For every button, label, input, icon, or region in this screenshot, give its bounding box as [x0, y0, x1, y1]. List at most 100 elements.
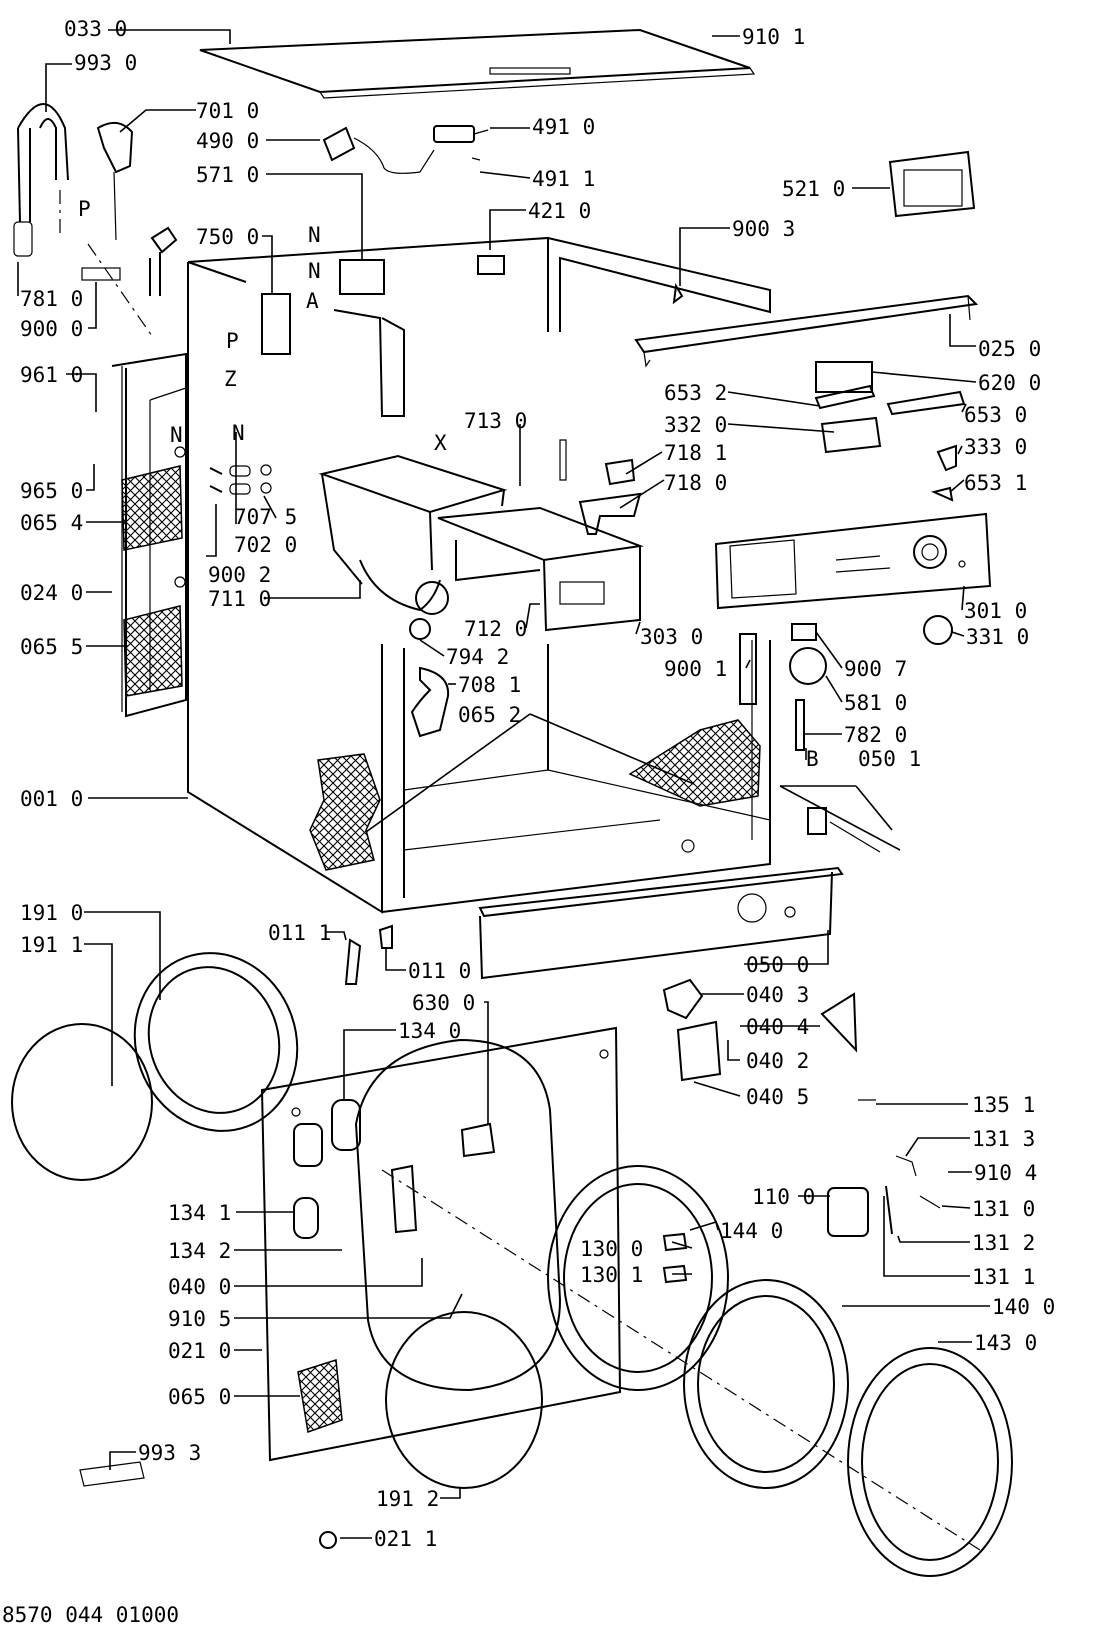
label-702-0: 702 0: [234, 533, 297, 557]
label-782-0: 782 0: [844, 723, 907, 747]
inlet-hose-parts: [13, 103, 178, 337]
label-131-2: 131 2: [972, 1231, 1035, 1255]
label-130-0: 130 0: [580, 1237, 643, 1261]
label-021-0: 021 0: [168, 1339, 231, 1363]
label-900-7: 900 7: [844, 657, 907, 681]
label-131-0: 131 0: [972, 1197, 1035, 1221]
label-653-2: 653 2: [664, 381, 727, 405]
label-191-0: 191 0: [20, 901, 83, 925]
label-134-1: 134 1: [168, 1201, 231, 1225]
label-490-0: 490 0: [196, 129, 259, 153]
insulation-right-part: [628, 719, 761, 807]
label-581-0: 581 0: [844, 691, 907, 715]
label-144-0: 144 0: [720, 1219, 783, 1243]
label-781-0: 781 0: [20, 287, 83, 311]
drain-hose-part: [409, 618, 450, 738]
door-assembly-parts: [11, 952, 1013, 1577]
marker-n-2: N: [308, 259, 321, 283]
label-653-0: 653 0: [964, 403, 1027, 427]
label-910-1: 910 1: [742, 25, 805, 49]
label-011-0: 011 0: [408, 959, 471, 983]
label-033-0: 033 0: [64, 17, 127, 41]
label-065-0: 065 0: [168, 1385, 231, 1409]
label-040-4: 040 4: [746, 1015, 809, 1039]
marker-p-hose: P: [78, 197, 91, 221]
pressure-switch-parts: [739, 623, 881, 853]
label-131-3: 131 3: [972, 1127, 1035, 1151]
label-910-5: 910 5: [168, 1307, 231, 1331]
label-910-4: 910 4: [974, 1161, 1037, 1185]
label-332-0: 332 0: [664, 413, 727, 437]
top-cover-part: [199, 28, 756, 99]
label-630-0: 630 0: [412, 991, 475, 1015]
control-panel-part: [714, 512, 992, 645]
leader-lines: [17, 29, 990, 1539]
marker-n-3: N: [170, 423, 183, 447]
top-rail-part: [634, 294, 979, 368]
label-993-0: 993 0: [74, 51, 137, 75]
label-001-0: 001 0: [20, 787, 83, 811]
label-711-0: 711 0: [208, 587, 271, 611]
label-701-0: 701 0: [196, 99, 259, 123]
label-134-2: 134 2: [168, 1239, 231, 1263]
label-521-0: 521 0: [782, 177, 845, 201]
marker-a: A: [306, 289, 319, 313]
label-900-0: 900 0: [20, 317, 83, 341]
label-021-1: 021 1: [374, 1527, 437, 1551]
label-143-0: 143 0: [974, 1331, 1037, 1355]
label-301-0: 301 0: [964, 599, 1027, 623]
label-900-3: 900 3: [732, 217, 795, 241]
label-571-0: 571 0: [196, 163, 259, 187]
label-040-2: 040 2: [746, 1049, 809, 1073]
power-cord-part: [322, 125, 489, 174]
label-653-1: 653 1: [964, 471, 1027, 495]
label-961-0: 961 0: [20, 363, 83, 387]
label-131-1: 131 1: [972, 1265, 1035, 1289]
label-040-3: 040 3: [746, 983, 809, 1007]
label-491-1: 491 1: [532, 167, 595, 191]
label-065-5: 065 5: [20, 635, 83, 659]
label-713-0: 713 0: [464, 409, 527, 433]
label-900-1: 900 1: [664, 657, 727, 681]
label-900-2: 900 2: [208, 563, 271, 587]
control-electronics-parts: [578, 150, 976, 535]
label-065-2: 065 2: [458, 703, 521, 727]
label-191-2: 191 2: [376, 1487, 439, 1511]
dispenser-housing-part: [318, 454, 508, 615]
letter-markers: P P N N N N A Z X B: [78, 197, 819, 771]
label-024-0: 024 0: [20, 581, 83, 605]
label-050-1: 050 1: [858, 747, 921, 771]
label-708-1: 708 1: [458, 673, 521, 697]
label-303-0: 303 0: [640, 625, 703, 649]
label-025-0: 025 0: [978, 337, 1041, 361]
label-040-0: 040 0: [168, 1275, 231, 1299]
label-040-5: 040 5: [746, 1085, 809, 1109]
marker-z: Z: [224, 367, 237, 391]
label-712-0: 712 0: [464, 617, 527, 641]
insulation-left-part: [309, 753, 381, 871]
label-491-0: 491 0: [532, 115, 595, 139]
label-191-1: 191 1: [20, 933, 83, 957]
label-130-1: 130 1: [580, 1263, 643, 1287]
label-110-0: 110 0: [752, 1185, 815, 1209]
label-718-1: 718 1: [664, 441, 727, 465]
label-750-0: 750 0: [196, 225, 259, 249]
label-134-0: 134 0: [398, 1019, 461, 1043]
label-620-0: 620 0: [978, 371, 1041, 395]
marker-b: B: [806, 747, 819, 771]
door-axis-line: [381, 1169, 981, 1551]
drawer-part: [437, 506, 644, 632]
marker-n-1: N: [308, 223, 321, 247]
label-140-0: 140 0: [992, 1295, 1055, 1319]
label-794-2: 794 2: [446, 645, 509, 669]
label-333-0: 333 0: [964, 435, 1027, 459]
label-993-3: 993 3: [138, 1441, 201, 1465]
cabinet-frame-part: [187, 236, 771, 914]
document-code: 8570 044 01000: [2, 1603, 179, 1627]
back-panel-part: [111, 352, 187, 718]
label-421-0: 421 0: [528, 199, 591, 223]
marker-p-valve: P: [226, 329, 239, 353]
hinge-parts: [662, 978, 941, 1209]
label-050-0: 050 0: [746, 953, 809, 977]
